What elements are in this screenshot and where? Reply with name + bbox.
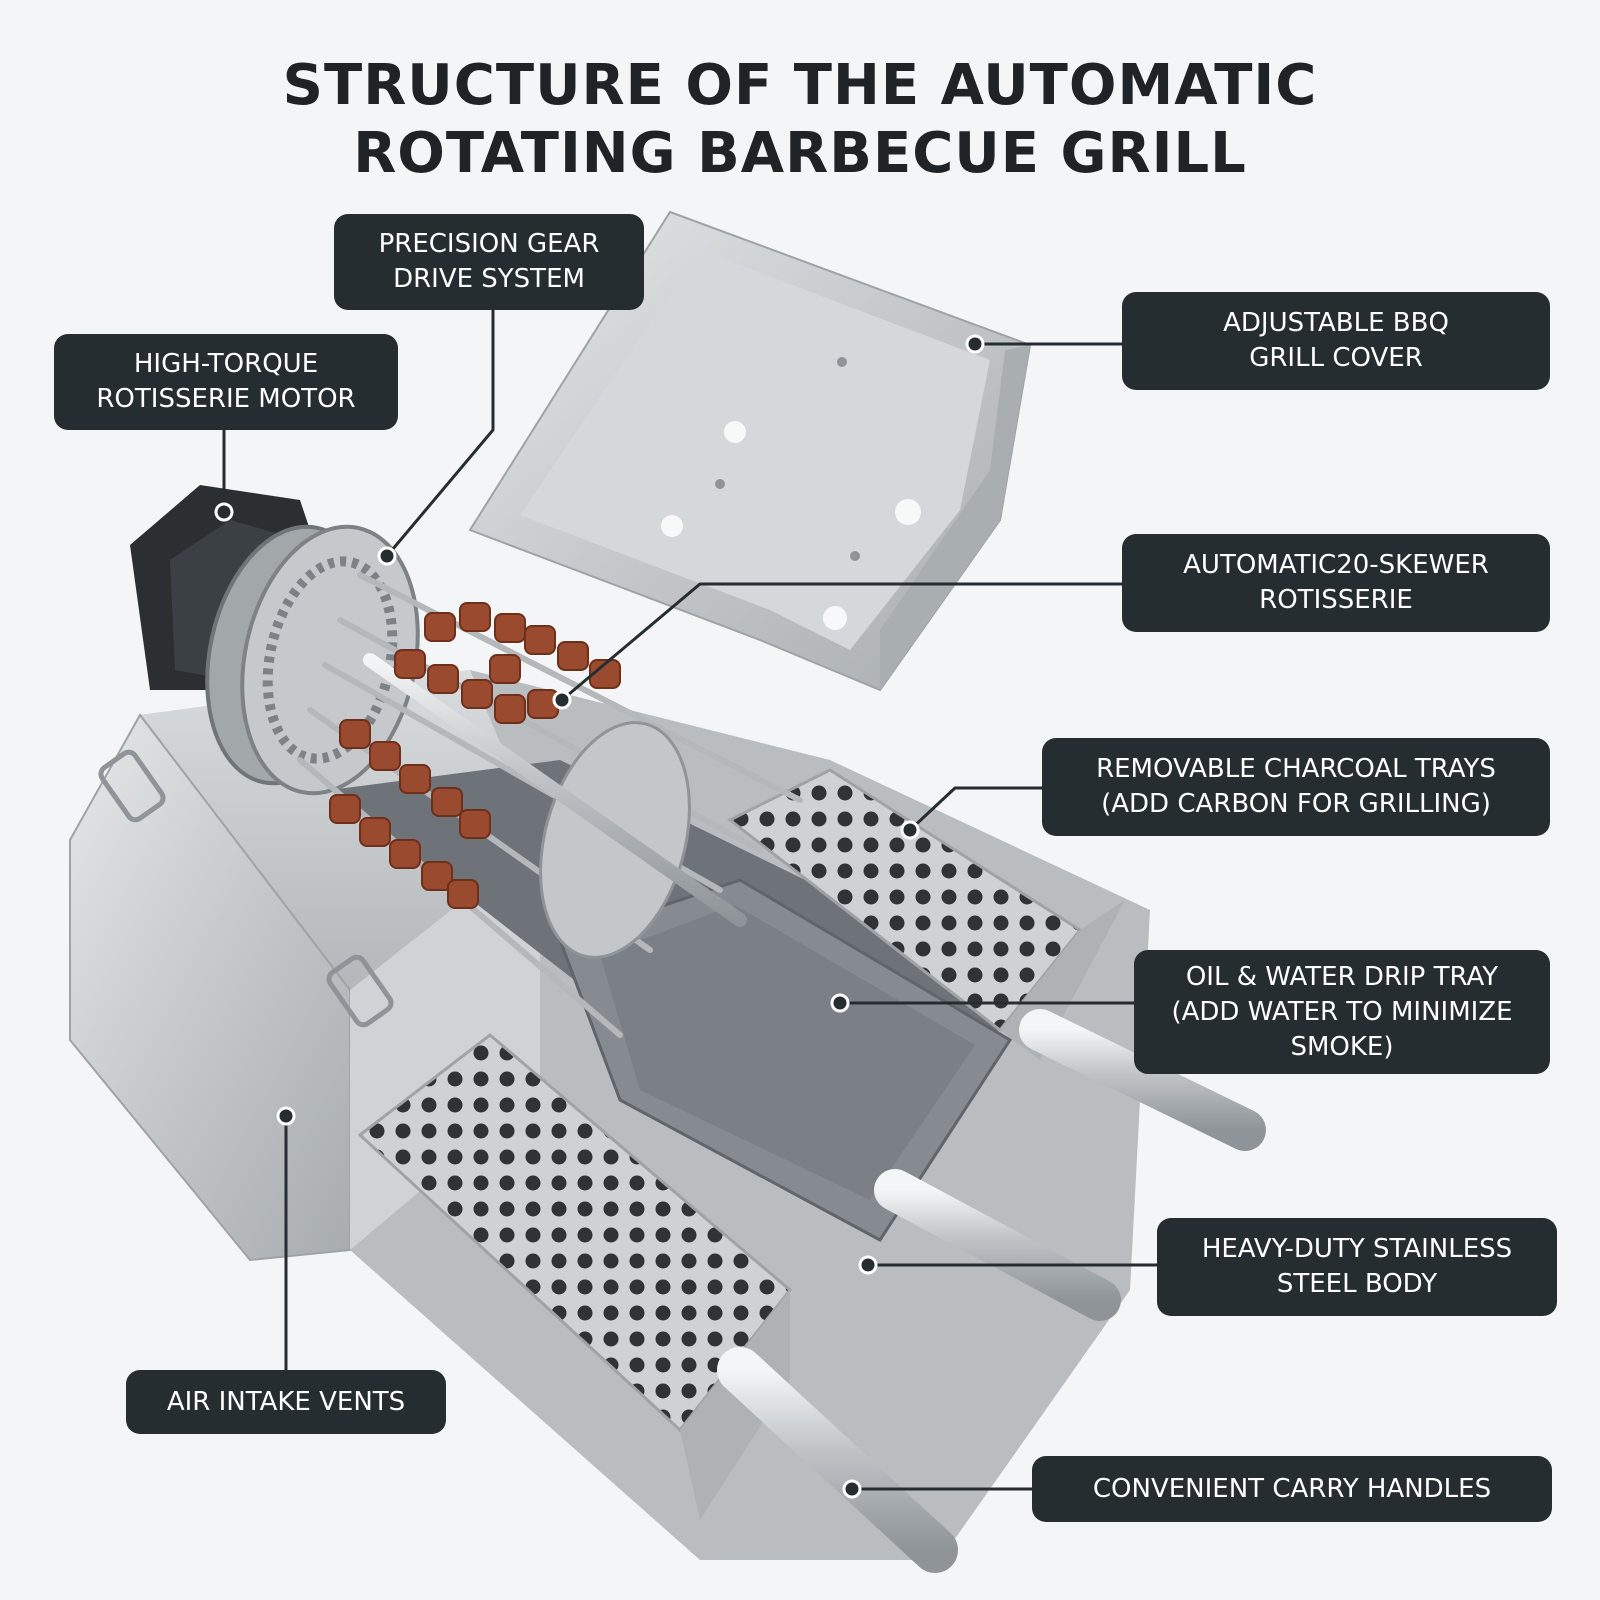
callout-motor: HIGH-TORQUE ROTISSERIE MOTOR: [54, 334, 398, 430]
meat-chunks: [329, 602, 621, 909]
callout-drip-tray: OIL & WATER DRIP TRAY (ADD WATER TO MINI…: [1134, 950, 1550, 1074]
charcoal-tray-front: [357, 1033, 793, 1520]
leader-dots: [214, 334, 985, 1499]
callout-carry-handles: CONVENIENT CARRY HANDLES: [1032, 1456, 1552, 1522]
callout-steel-body: HEAVY-DUTY STAINLESS STEEL BODY: [1157, 1218, 1557, 1316]
leader-lines: [222, 310, 1157, 1491]
title-line-2: ROTATING BARBECUE GRILL: [353, 121, 1247, 186]
carry-handles: [717, 1009, 1266, 1573]
callout-skewer-rotisserie: AUTOMATIC20-SKEWER ROTISSERIE: [1122, 534, 1550, 632]
gear-drive: [205, 524, 420, 796]
title-line-1: STRUCTURE OF THE AUTOMATIC: [282, 53, 1318, 118]
latches: [98, 749, 394, 1028]
callout-air-vents: AIR INTAKE VENTS: [126, 1370, 446, 1434]
page-title: STRUCTURE OF THE AUTOMATIC ROTATING BARB…: [0, 52, 1600, 188]
center-shaft: [363, 653, 747, 927]
callout-grill-cover: ADJUSTABLE BBQ GRILL COVER: [1122, 292, 1550, 390]
callout-gear-drive: PRECISION GEAR DRIVE SYSTEM: [334, 214, 644, 310]
grill-cover: [468, 210, 1032, 692]
callout-charcoal-trays: REMOVABLE CHARCOAL TRAYS (ADD CARBON FOR…: [1042, 738, 1550, 836]
